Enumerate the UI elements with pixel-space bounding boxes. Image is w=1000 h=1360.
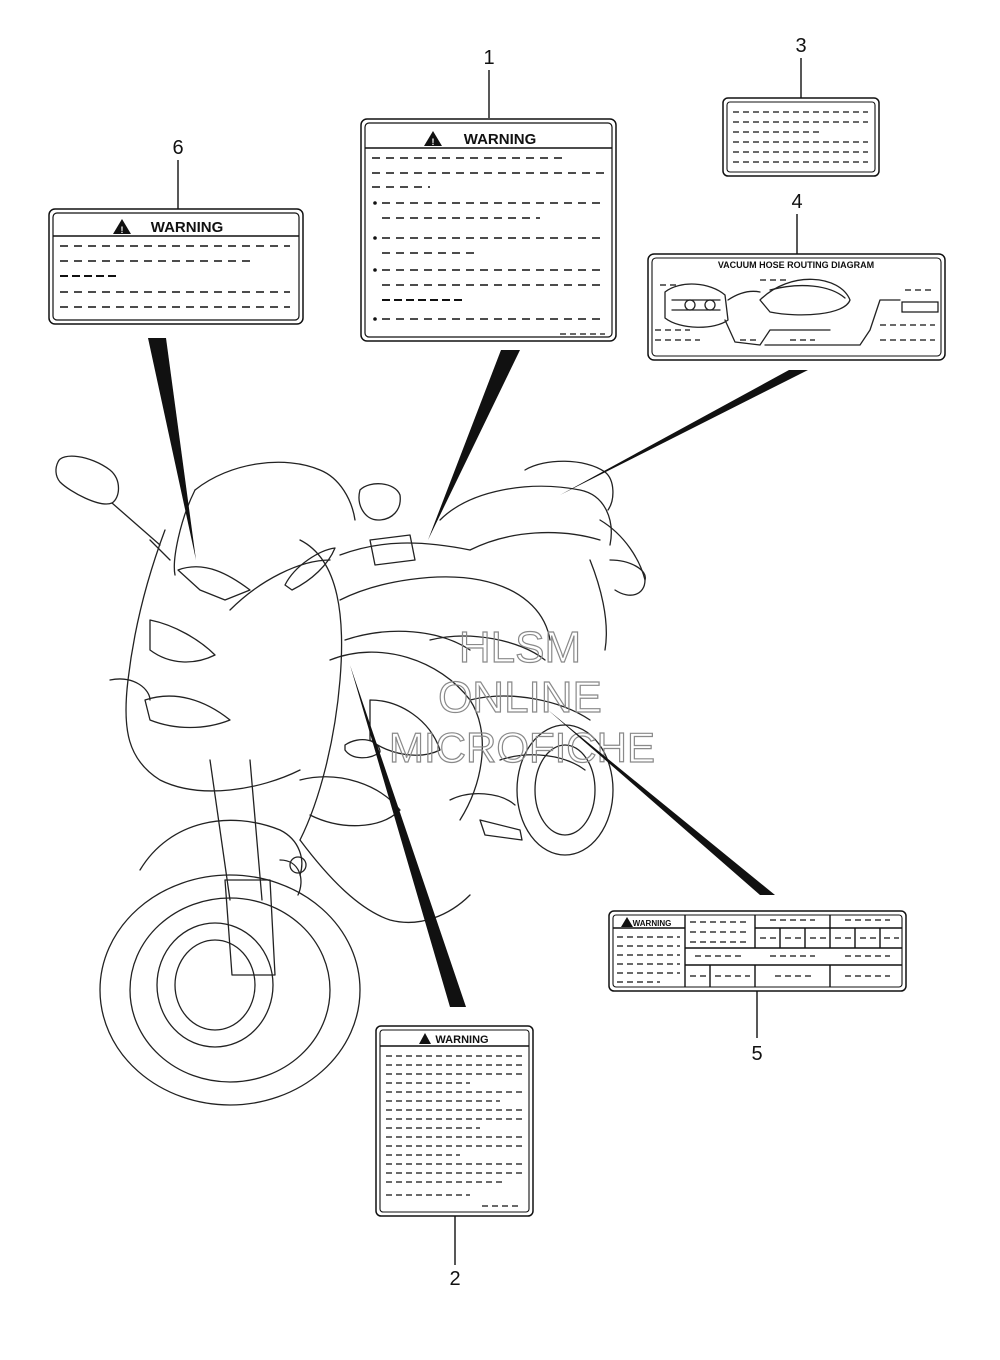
- label-4-vacuum-hose-diagram: VACUUM HOSE ROUTING DIAGRAM: [647, 253, 946, 361]
- label-3: [722, 97, 880, 177]
- pointer-2: [350, 665, 466, 1007]
- label-2-warning: WARNING: [375, 1025, 534, 1217]
- label-5-warning-table: WARNING: [608, 910, 907, 992]
- label-1-warning: ! WARNING: [360, 118, 617, 342]
- watermark-line3: MICROFICHE: [389, 724, 655, 771]
- callout-4: 4: [791, 191, 803, 254]
- warning-triangle-icon: [424, 131, 442, 146]
- watermark-line2: ONLINE: [438, 673, 602, 722]
- pointer-1: [428, 350, 520, 540]
- callout-5: 5: [751, 990, 763, 1065]
- label-5-warning-text: WARNING: [633, 919, 672, 928]
- callout-number-4: 4: [791, 191, 802, 213]
- callout-number-2: 2: [449, 1268, 460, 1290]
- pointer-4: [560, 370, 808, 495]
- callout-2: 2: [449, 1216, 461, 1290]
- label-2-warning-text: WARNING: [435, 1034, 488, 1046]
- pointer-5: [548, 710, 775, 895]
- callout-number-6: 6: [172, 137, 183, 159]
- svg-text:!: !: [432, 137, 435, 147]
- warning-triangle-icon: [419, 1033, 431, 1044]
- label-6-warning: ! WARNING: [48, 208, 304, 325]
- warning-triangle-icon: [621, 917, 633, 927]
- pointer-wedges: [148, 338, 808, 1007]
- pointer-6: [148, 338, 196, 560]
- vacuum-diagram-title: VACUUM HOSE ROUTING DIAGRAM: [718, 260, 874, 270]
- motorcycle-illustration: [55, 455, 646, 1106]
- callout-number-5: 5: [751, 1043, 762, 1065]
- watermark: HLSM ONLINE MICROFICHE: [388, 622, 655, 771]
- callout-3: 3: [795, 35, 807, 98]
- label-6-warning-text: WARNING: [151, 219, 224, 236]
- callout-number-1: 1: [483, 47, 494, 69]
- warning-triangle-icon: [113, 219, 131, 234]
- callout-1: 1: [483, 47, 495, 118]
- callout-6: 6: [172, 137, 184, 209]
- watermark-line1: HLSM: [459, 623, 581, 672]
- label-1-warning-text: WARNING: [464, 131, 537, 148]
- callout-number-3: 3: [795, 35, 806, 57]
- svg-text:!: !: [121, 225, 124, 235]
